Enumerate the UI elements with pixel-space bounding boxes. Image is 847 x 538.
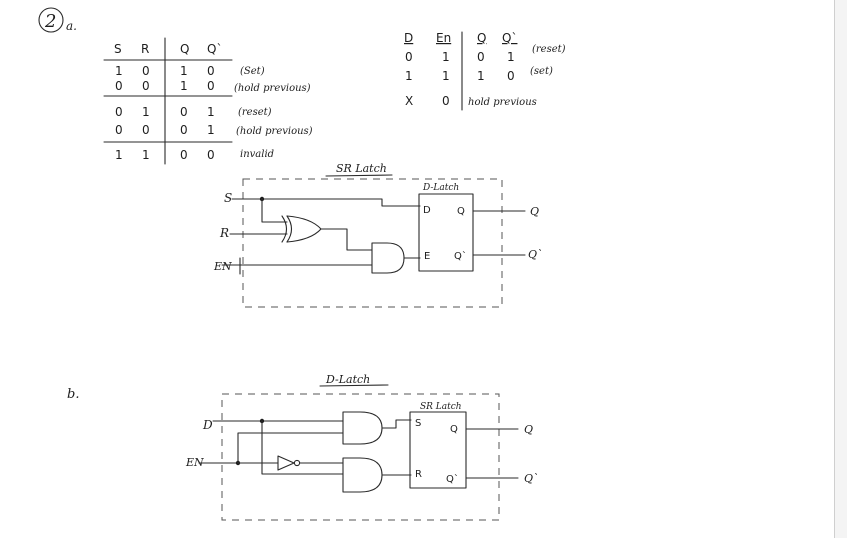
sr-header-r: R — [141, 42, 149, 56]
sr-r4-qbar: 1 — [207, 123, 215, 137]
circuit-b-sr-latch-block — [409, 411, 467, 489]
d-r1-note: (reset) — [532, 44, 566, 55]
sr-r2-qbar: 0 — [207, 79, 215, 93]
sr-header-s: S — [114, 42, 122, 56]
circuit-a-xor-gate — [281, 215, 322, 243]
d-header-qbar: Q` — [502, 31, 517, 45]
circuit-b-not-gate — [277, 455, 301, 471]
sr-r2-s: 0 — [115, 79, 123, 93]
d-header-en: En — [436, 31, 451, 45]
circuit-b-pin-s: S — [415, 418, 421, 429]
sr-header-qbar: Q` — [207, 42, 222, 56]
d-r2-qbar: 0 — [507, 69, 515, 83]
circuit-b-input-d: D — [202, 418, 213, 432]
sr-r4-r: 0 — [142, 123, 150, 137]
circuit-b-pin-qbar: Q` — [446, 473, 459, 485]
circuit-b-title-underline — [319, 384, 389, 387]
circuit-a-wire-xor-to-and — [320, 228, 373, 251]
circuit-a-d-latch-block — [418, 193, 474, 272]
sr-truth-table: S R Q Q` 1 0 1 0 (Set) 0 0 1 0 (hold pre… — [103, 37, 313, 165]
d-r1-en: 1 — [442, 50, 450, 64]
sr-r5-r: 1 — [142, 148, 150, 162]
d-r1-qbar: 1 — [507, 50, 515, 64]
d-truth-table: D En Q Q` 0 1 0 1 (reset) 1 1 1 0 (set) … — [404, 31, 566, 111]
circuit-b-input-en: EN — [185, 456, 204, 469]
page-gutter — [835, 0, 847, 538]
circuit-a-pin-d: D — [423, 205, 431, 216]
sr-r4-q: 0 — [180, 123, 188, 137]
sr-r3-s: 0 — [115, 105, 123, 119]
problem-number: 2 — [44, 11, 56, 32]
sr-r1-s: 1 — [115, 64, 123, 78]
sr-r1-qbar: 0 — [207, 64, 215, 78]
circuit-b-wire-and1-to-s — [381, 419, 412, 429]
sr-r4-s: 0 — [115, 123, 123, 137]
circuit-a-input-s: S — [224, 191, 232, 205]
circuit-b-block-title: SR Latch — [420, 402, 462, 412]
d-r1-d: 0 — [405, 50, 413, 64]
sr-r3-r: 1 — [142, 105, 150, 119]
circuit-b-output-qbar: Q` — [524, 472, 539, 485]
circuit-b-and-gate-bottom — [342, 457, 383, 493]
sr-r4-note: (hold previous) — [236, 126, 313, 137]
circuit-b-title: D-Latch — [325, 373, 370, 386]
part-b-label: b. — [67, 387, 79, 402]
sr-r5-q: 0 — [180, 148, 188, 162]
problem-number-mark: 2 a. — [38, 7, 77, 33]
d-r2-note: (set) — [530, 66, 553, 77]
circuit-b-wire-en-to-and1 — [237, 432, 344, 464]
part-a-label: a. — [66, 19, 77, 33]
sr-r2-r: 0 — [142, 79, 150, 93]
circuit-a-output-qbar: Q` — [528, 248, 543, 261]
d-r2-d: 1 — [405, 69, 413, 83]
circuit-a-block-title: D-Latch — [422, 183, 459, 193]
circuit-b-pin-q: Q — [450, 424, 458, 435]
circuit-b-pin-r: R — [415, 469, 422, 480]
d-r2-q: 1 — [477, 69, 485, 83]
sr-r1-q: 1 — [180, 64, 188, 78]
circuit-a-sr-latch: SR Latch S R EN D-Latch D Q E Q` — [213, 162, 543, 308]
sr-r5-note: invalid — [240, 149, 274, 160]
circuit-a-pin-q: Q — [457, 206, 465, 217]
d-r1-q: 0 — [477, 50, 485, 64]
d-r3-d: X — [405, 94, 413, 108]
circuit-b-and-gate-top — [342, 411, 383, 445]
circuit-a-title: SR Latch — [336, 162, 387, 175]
d-header-d: D — [404, 31, 413, 45]
sr-r3-q: 0 — [180, 105, 188, 119]
circuit-a-title-underline — [325, 174, 393, 177]
circuit-a-wire-s-to-xor — [261, 198, 288, 223]
circuit-b-wire-d-to-and2 — [261, 420, 344, 475]
circuit-a-and-gate — [371, 242, 405, 274]
circuit-a-pin-qbar: Q` — [454, 250, 467, 262]
sr-r2-q: 1 — [180, 79, 188, 93]
circuit-a-input-r: R — [219, 226, 229, 240]
circuit-a-input-en: EN — [213, 260, 232, 273]
sr-header-q: Q — [180, 42, 189, 56]
sr-r3-note: (reset) — [238, 107, 272, 118]
sr-r2-note: (hold previous) — [234, 83, 311, 94]
sr-r1-r: 0 — [142, 64, 150, 78]
circuit-b-boundary — [221, 393, 500, 521]
circuit-a-wire-s-to-d — [231, 198, 421, 207]
sr-r1-note: (Set) — [240, 66, 265, 77]
page-edge-divider — [834, 0, 835, 538]
sr-r5-s: 1 — [115, 148, 123, 162]
circuit-b-output-q: Q — [524, 423, 533, 436]
circuit-a-output-q: Q — [530, 205, 539, 218]
d-header-q: Q — [477, 31, 486, 45]
circuit-a-pin-e: E — [424, 251, 430, 262]
d-r3-note: hold previous — [468, 97, 537, 108]
d-r2-en: 1 — [442, 69, 450, 83]
sr-r3-qbar: 1 — [207, 105, 215, 119]
sr-r5-qbar: 0 — [207, 148, 215, 162]
circuit-b-d-latch: D-Latch D EN SR Latch S Q R Q` — [185, 373, 539, 521]
d-r3-en: 0 — [442, 94, 450, 108]
